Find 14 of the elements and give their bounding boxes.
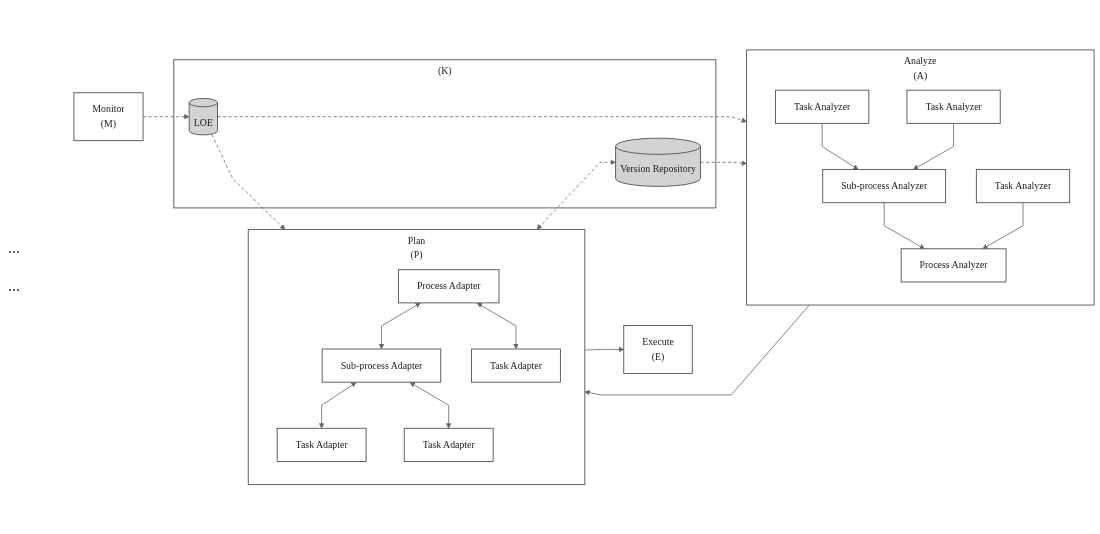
- node-box: Sub-process Adapter: [321, 348, 442, 383]
- node-box: Process Adapter: [398, 269, 500, 304]
- node-box: Task Analyzer: [906, 89, 1001, 124]
- ellipsis-note: ...: [8, 239, 21, 257]
- ellipsis-note: ...: [8, 277, 21, 295]
- node-box: Task Adapter: [276, 427, 367, 462]
- node-box: Task Analyzer: [975, 168, 1071, 203]
- node-box: Task Analyzer: [775, 89, 870, 124]
- node-box: Sub-process Analyzer: [822, 168, 947, 203]
- node-box: Execute (E): [623, 324, 693, 374]
- node-box: Process Analyzer: [900, 248, 1007, 283]
- node-box: Task Adapter: [471, 348, 561, 383]
- node-box: Task Adapter: [403, 427, 494, 462]
- node-box: Monitor (M): [73, 92, 144, 141]
